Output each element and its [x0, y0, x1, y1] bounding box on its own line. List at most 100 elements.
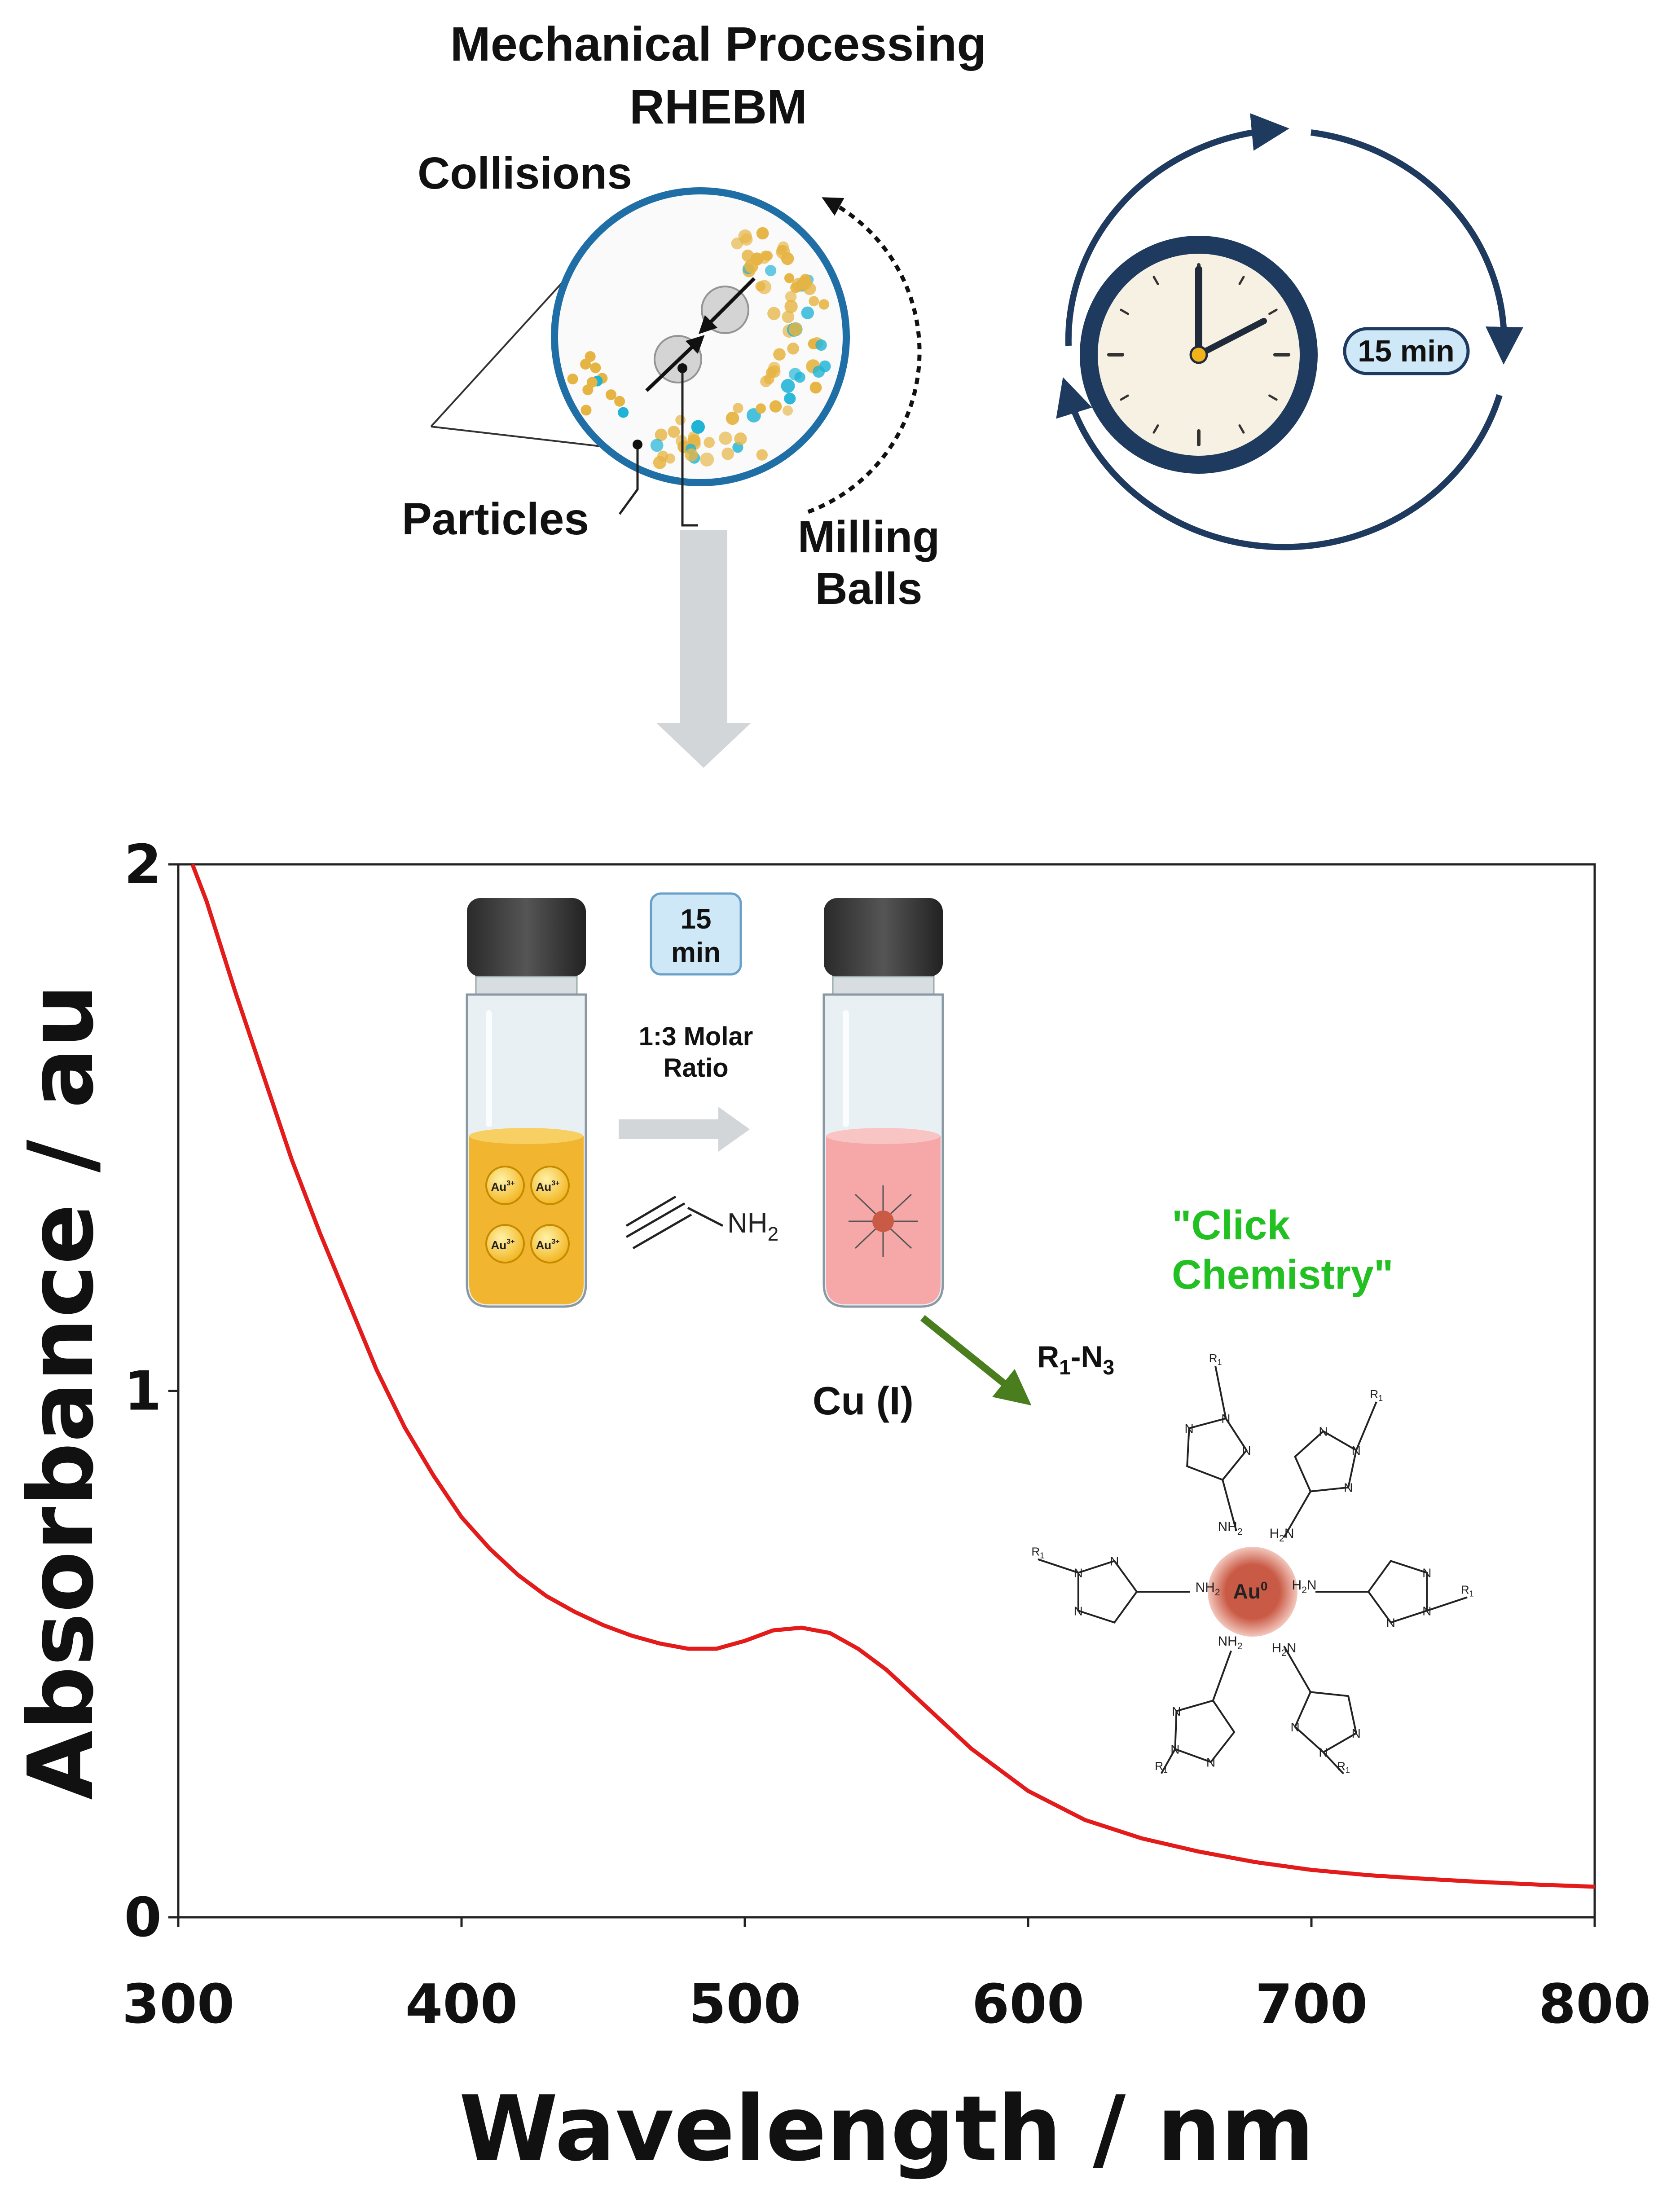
- gold-particle: [721, 447, 734, 460]
- amine-label: H2N: [1269, 1526, 1294, 1544]
- triazole-n-label: N: [1221, 1412, 1230, 1426]
- timer-duration: 15 min: [1358, 334, 1454, 368]
- au-ion: Au3+: [485, 1224, 525, 1264]
- triazole-n-label: N: [1352, 1726, 1361, 1740]
- au-core: [1208, 1547, 1297, 1637]
- au-ion-group: Au3+ Au3+ Au3+ Au3+: [485, 1166, 570, 1264]
- gold-particle: [586, 377, 598, 388]
- gold-particle: [580, 359, 591, 370]
- gold-particle: [773, 348, 786, 361]
- triazole-n-label: N: [1344, 1481, 1353, 1495]
- gold-particle: [685, 448, 698, 462]
- reaction-arrow: [619, 1107, 750, 1152]
- r1-substituent-label: R1: [1370, 1387, 1383, 1403]
- gold-particle: [784, 273, 795, 283]
- leader-dot: [633, 440, 642, 449]
- svg-text:NH2: NH2: [727, 1208, 778, 1245]
- gold-particle: [606, 389, 616, 401]
- gold-particle: [809, 381, 822, 394]
- au-ion: Au3+: [530, 1166, 570, 1205]
- x-tick-label: 400: [405, 1973, 518, 2036]
- molar-ratio-line1: 1:3 Molar: [639, 1022, 753, 1051]
- gold-particle: [700, 452, 714, 467]
- clock-tick: [1120, 308, 1129, 315]
- clock-tick: [1238, 276, 1245, 285]
- cycle-arrow: [1311, 129, 1523, 365]
- clock-tick: [1152, 424, 1159, 434]
- x-axis-title: Wavelength / nm: [459, 2077, 1314, 2181]
- svg-text:Au3+: Au3+: [536, 1180, 560, 1193]
- milling-title-line1: Mechanical Processing: [450, 17, 987, 71]
- gold-particle: [755, 281, 766, 292]
- gold-particle: [756, 227, 769, 240]
- triazole-n-label: N: [1242, 1444, 1251, 1457]
- triazole-n-label: N: [1206, 1755, 1215, 1769]
- balls-leader: [681, 368, 698, 527]
- collisions-label: Collisions: [418, 148, 632, 198]
- gold-particle: [657, 450, 668, 462]
- gold-particle: [783, 405, 793, 416]
- x-tick-label: 700: [1255, 1973, 1368, 2036]
- gold-particle: [618, 407, 629, 418]
- cycle-arrow: [1065, 113, 1289, 346]
- amine-label: H2N: [1271, 1641, 1296, 1658]
- gold-particle: [733, 403, 743, 414]
- cyan-particle: [691, 420, 705, 434]
- amine-label: H2N: [1292, 1578, 1316, 1595]
- process-arrow: [656, 530, 751, 768]
- cycle-arrow: [1056, 377, 1503, 550]
- milling-jar: [551, 187, 850, 486]
- clock-tick: [1152, 276, 1159, 285]
- catalyst-label: Cu (I): [813, 1378, 914, 1423]
- propargylamine-structure: NH2: [625, 1195, 778, 1250]
- absorbance-curve: [190, 863, 1595, 1889]
- click-chemistry-line2: Chemistry": [1172, 1252, 1394, 1298]
- gold-particle: [800, 273, 811, 285]
- particle-cloud: [567, 227, 831, 469]
- y-tick-label: 2: [124, 834, 162, 896]
- gold-particle: [809, 296, 819, 307]
- timer-badge: [1343, 327, 1470, 375]
- au0-label: Au0: [1233, 1579, 1268, 1603]
- leader-dot: [677, 363, 687, 373]
- time-badge-line2: min: [671, 937, 721, 968]
- gold-particle: [668, 426, 680, 438]
- gold-particle: [704, 437, 715, 448]
- gold-particle: [782, 311, 795, 323]
- gold-particle: [787, 343, 799, 355]
- r1-substituent-label: R1: [1337, 1759, 1350, 1774]
- triazole-n-label: N: [1422, 1604, 1431, 1618]
- gold-particle: [756, 449, 768, 461]
- triazole-n-label: N: [1074, 1604, 1083, 1618]
- clock-center: [1189, 345, 1208, 364]
- time-badge-line1: 15: [681, 904, 712, 935]
- clock-tick: [1120, 394, 1129, 401]
- au-ion: Au3+: [485, 1166, 525, 1205]
- gold-particle: [590, 362, 601, 374]
- gold-particle: [784, 299, 798, 313]
- x-tick-label: 300: [122, 1973, 235, 2036]
- au-ion: Au3+: [530, 1224, 570, 1264]
- cyan-particle: [765, 265, 777, 277]
- molar-ratio-line2: Ratio: [664, 1053, 729, 1083]
- gold-particle: [581, 405, 592, 416]
- milling-balls-label-line2: Balls: [815, 564, 922, 614]
- gold-particle: [764, 374, 774, 384]
- gold-particle: [655, 428, 668, 441]
- gold-particle: [788, 322, 802, 336]
- clock-tick: [1238, 424, 1245, 434]
- timer-cycle: 15 min: [1056, 113, 1523, 550]
- zoom-line: [431, 426, 625, 450]
- y-axis-ticks: 012: [124, 834, 178, 1949]
- triazole-n-label: N: [1074, 1566, 1083, 1580]
- y-axis-title: Absorbance / au: [9, 984, 114, 1800]
- gold-particle: [585, 351, 596, 362]
- triazole-n-label: N: [1172, 1704, 1181, 1718]
- clock-minute-hand: [1196, 318, 1267, 358]
- cyan-particle: [650, 439, 664, 452]
- clock-tick: [1268, 308, 1278, 315]
- gold-particle: [756, 403, 766, 414]
- gold-particle: [614, 396, 625, 407]
- triazole-n-label: N: [1110, 1554, 1119, 1568]
